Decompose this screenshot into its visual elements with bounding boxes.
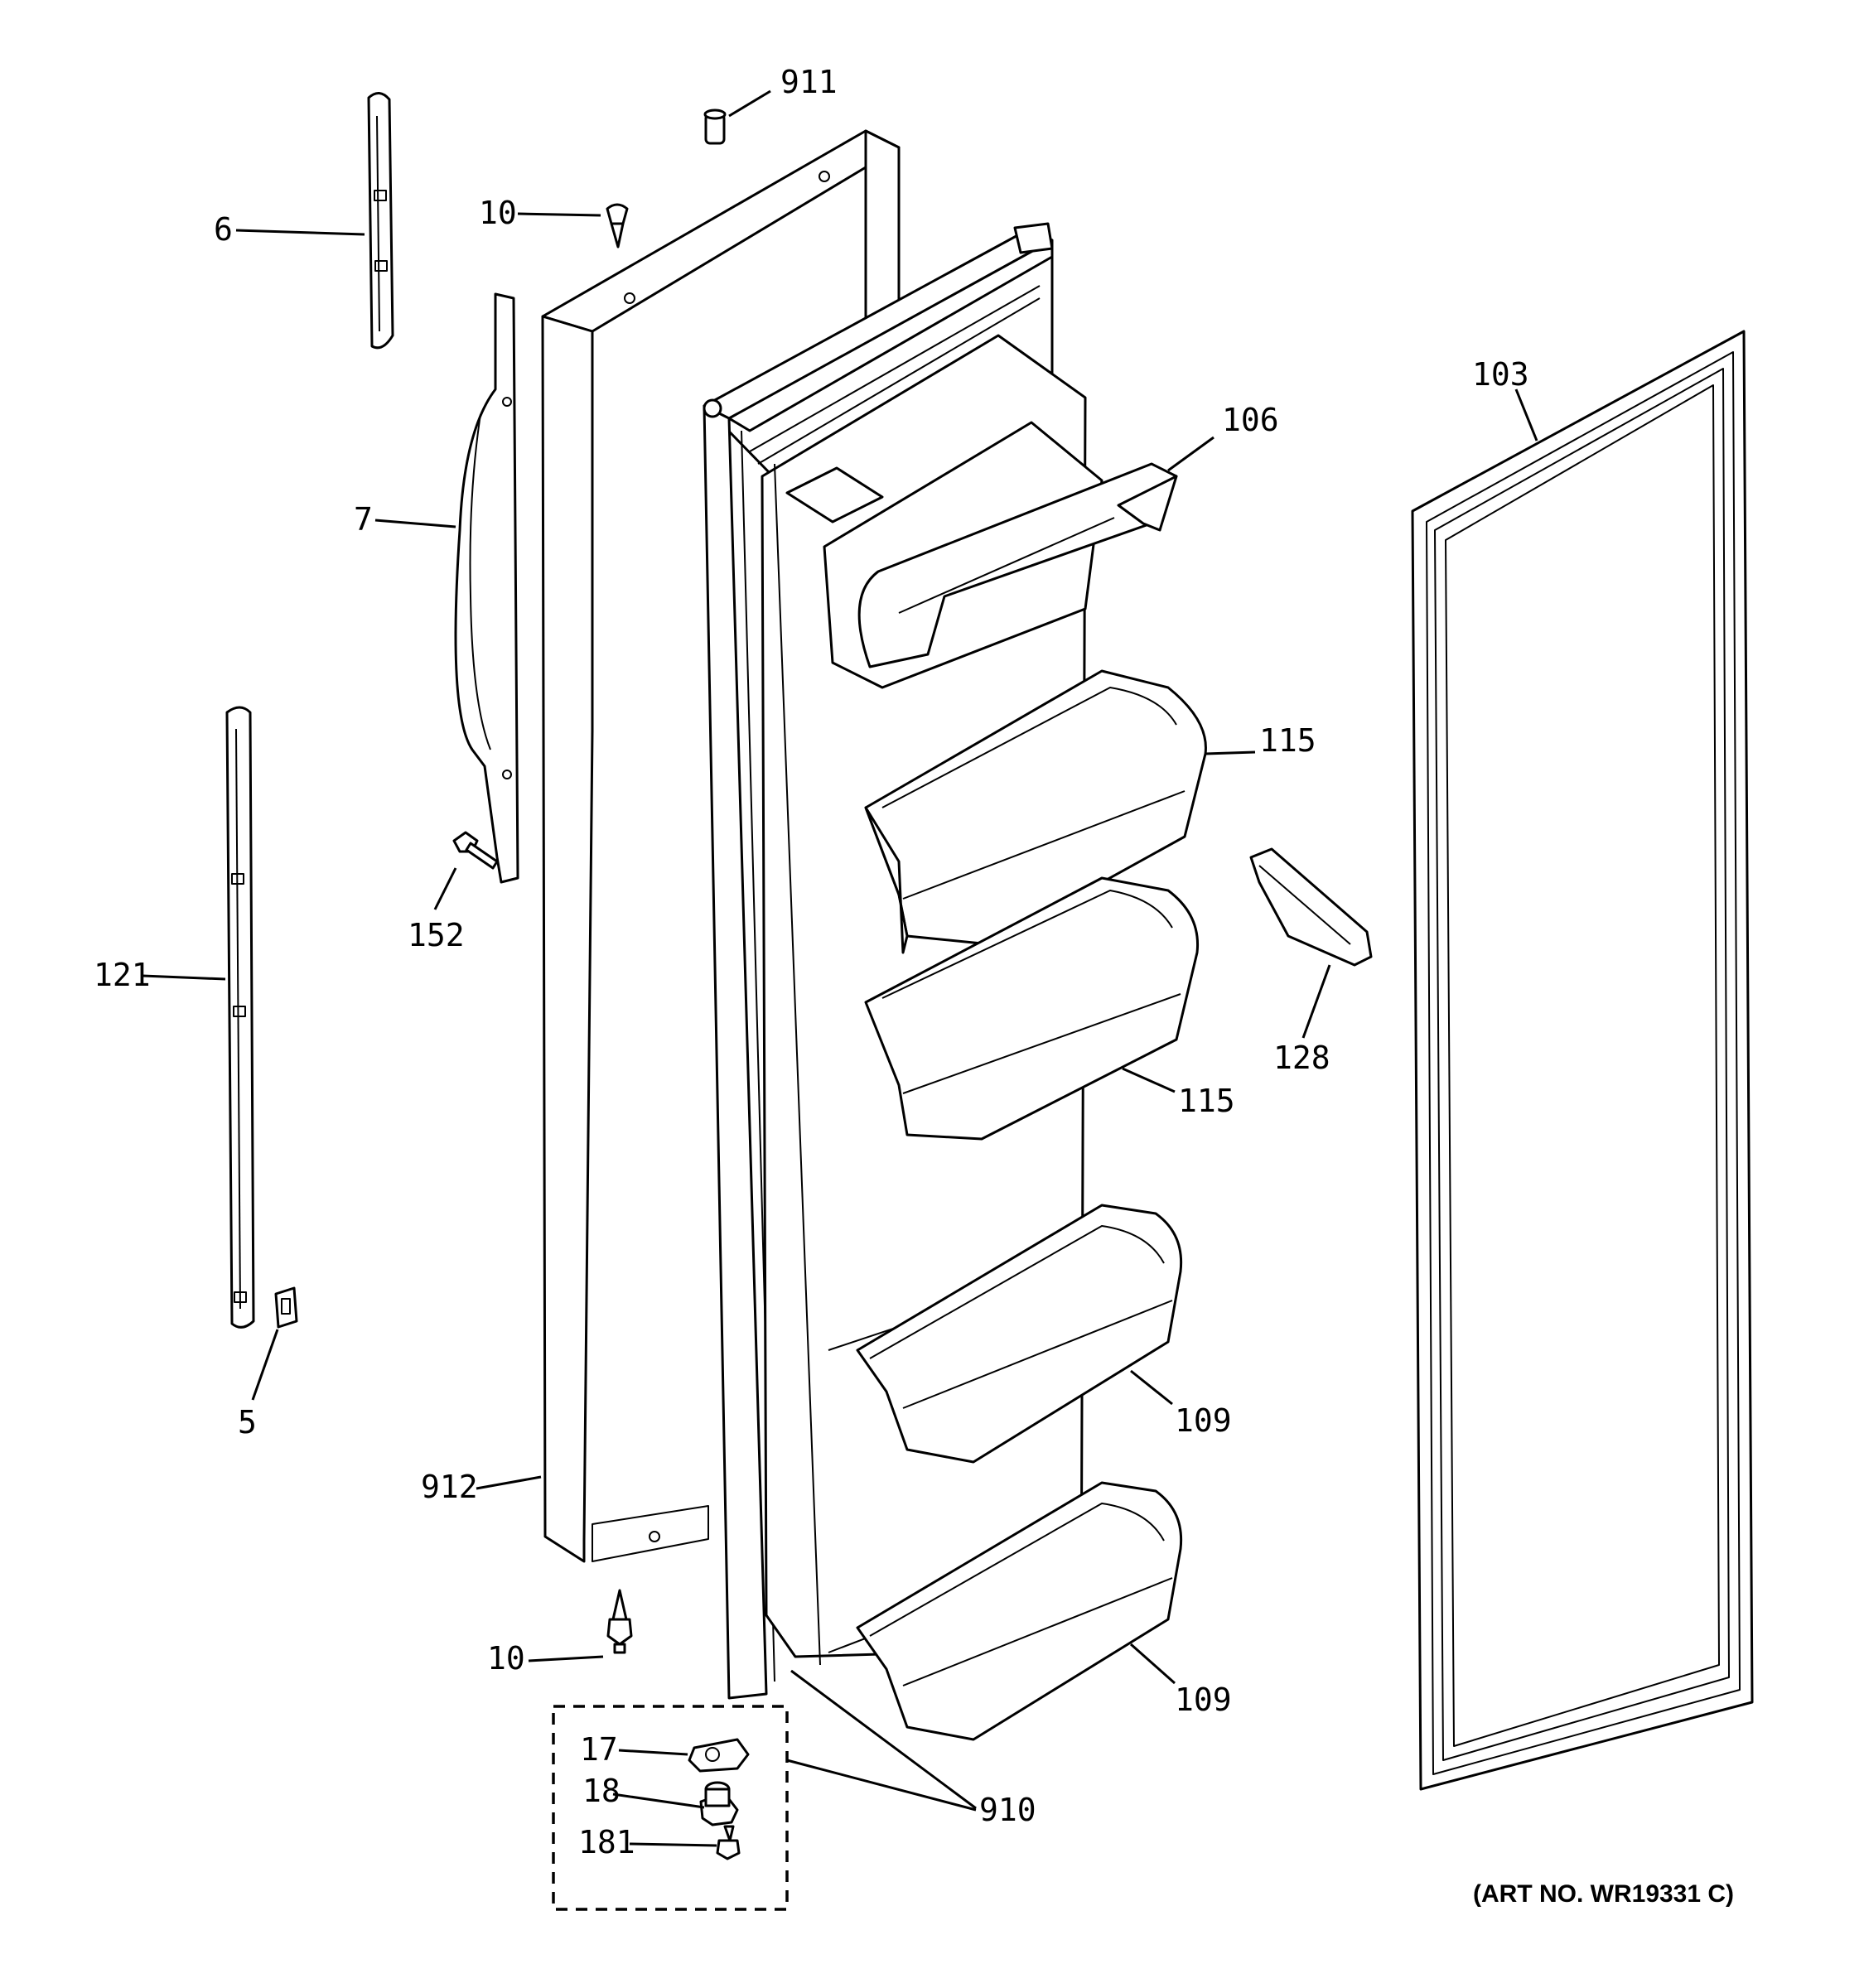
callout-181: 181 <box>578 1824 635 1860</box>
callout-109-bottom: 109 <box>1175 1682 1232 1718</box>
part-121-trim-long <box>225 706 255 1329</box>
callout-106: 106 <box>1222 402 1279 438</box>
part-181-screw <box>716 1825 741 1860</box>
callout-121: 121 <box>94 957 151 993</box>
callout-115-top: 115 <box>1259 722 1316 759</box>
part-152-screw <box>452 831 499 870</box>
callout-109-top: 109 <box>1175 1402 1232 1439</box>
part-106-top-bin <box>823 421 1178 689</box>
callout-17: 17 <box>580 1731 618 1768</box>
callout-103: 103 <box>1472 356 1529 393</box>
callout-912: 912 <box>421 1469 478 1505</box>
callout-7: 7 <box>354 501 373 538</box>
callout-128: 128 <box>1273 1040 1330 1076</box>
leader-lines <box>142 89 1538 1847</box>
callout-10-top: 10 <box>479 195 517 231</box>
art-number: (ART NO. WR19331 C) <box>1473 1880 1734 1908</box>
callout-910: 910 <box>979 1792 1036 1828</box>
callout-152: 152 <box>408 917 465 953</box>
part-17-hinge-plate <box>688 1738 750 1773</box>
part-128-insert <box>1249 847 1373 967</box>
callout-115-bottom: 115 <box>1178 1083 1235 1119</box>
part-5-clip <box>274 1286 298 1329</box>
part-103-gasket <box>1411 330 1754 1791</box>
part-7-handle <box>454 292 519 884</box>
liner-top-cover <box>785 466 884 524</box>
part-6-trim-top <box>367 92 394 350</box>
callout-6: 6 <box>214 211 233 248</box>
part-18-hinge-pin <box>699 1781 739 1826</box>
callout-18: 18 <box>582 1773 621 1809</box>
part-109-bin-upper <box>856 1204 1183 1464</box>
callout-5: 5 <box>238 1404 257 1440</box>
part-109-bin-lower <box>856 1481 1183 1741</box>
part-911-cap <box>703 109 727 145</box>
part-912-outer-door <box>541 129 901 1563</box>
part-10-screw-bottom <box>606 1589 633 1654</box>
callout-10-bottom: 10 <box>487 1640 525 1677</box>
part-115-bin-lower <box>864 876 1200 1141</box>
callout-labels: 911 10 6 7 103 106 115 121 152 128 115 5… <box>94 64 1734 1908</box>
callout-911: 911 <box>780 64 838 100</box>
part-10-screw-top <box>606 203 629 248</box>
